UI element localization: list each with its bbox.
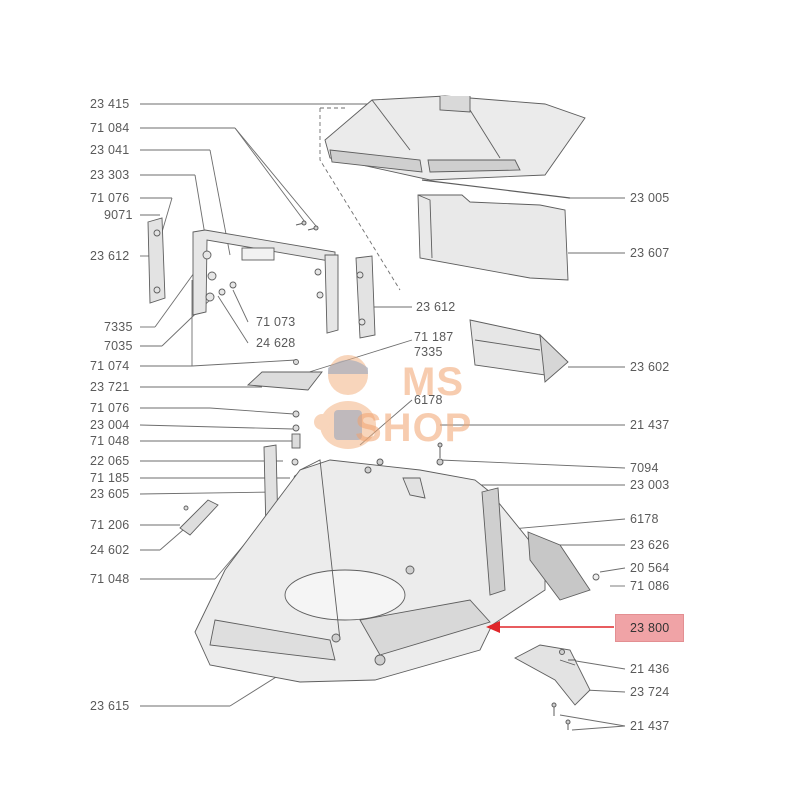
part-label: 21 437 xyxy=(630,719,670,733)
part-label: 23 607 xyxy=(630,246,670,260)
handle-frame-part xyxy=(192,229,339,334)
part-label: 71 048 xyxy=(90,434,130,448)
part-label: 7094 xyxy=(630,461,659,475)
part-label: 23 303 xyxy=(90,168,130,182)
part-label: 71 076 xyxy=(90,401,130,415)
part-label: 71 084 xyxy=(90,121,130,135)
bracket-right-part xyxy=(355,255,376,339)
part-label: 9071 xyxy=(104,208,133,222)
bracket-left-part xyxy=(147,217,166,304)
part-label: 71 086 xyxy=(630,579,670,593)
part-label: 21 437 xyxy=(630,418,670,432)
plate-part xyxy=(246,359,323,482)
part-label: 23 721 xyxy=(90,380,130,394)
rear-panel-part xyxy=(417,194,569,281)
part-label: 71 074 xyxy=(90,359,130,373)
deflector-part xyxy=(527,531,600,601)
part-label: 7035 xyxy=(104,339,133,353)
part-label: 7335 xyxy=(414,345,443,359)
watermark-mascot xyxy=(310,350,390,455)
part-label: 71 206 xyxy=(90,518,130,532)
part-label: 23 041 xyxy=(90,143,130,157)
part-label: 20 564 xyxy=(630,561,670,575)
part-label: 6178 xyxy=(630,512,659,526)
part-label: 22 065 xyxy=(90,454,130,468)
part-label: 23 005 xyxy=(630,191,670,205)
watermark-text-line2: SHOP xyxy=(355,406,473,450)
part-label: 23 615 xyxy=(90,699,130,713)
part-label: 24 628 xyxy=(256,336,296,350)
part-label: 23 612 xyxy=(90,249,130,263)
part-label: 7335 xyxy=(104,320,133,334)
part-label: 71 073 xyxy=(256,315,296,329)
part-label: 6178 xyxy=(414,393,443,407)
top-cover-part xyxy=(324,95,586,181)
part-label: 23 003 xyxy=(630,478,670,492)
part-label: 23 602 xyxy=(630,360,670,374)
part-label: 71 048 xyxy=(90,572,130,586)
part-label: 71 185 xyxy=(90,471,130,485)
part-label: 23 605 xyxy=(90,487,130,501)
part-label: 23 004 xyxy=(90,418,130,432)
highlight-part-label: 23 800 xyxy=(630,621,670,635)
highlight-arrow-head xyxy=(486,621,500,633)
flap-part xyxy=(469,319,569,383)
part-label: 23 724 xyxy=(630,685,670,699)
housing-part xyxy=(194,459,546,683)
part-label: 24 602 xyxy=(90,543,130,557)
part-label: 71 187 xyxy=(414,330,454,344)
highlight-box xyxy=(615,614,684,642)
part-label: 23 415 xyxy=(90,97,130,111)
part-label: 23 612 xyxy=(416,300,456,314)
clip-part xyxy=(514,644,591,706)
part-label: 23 626 xyxy=(630,538,670,552)
part-label: 71 076 xyxy=(90,191,130,205)
watermark-text-line1: MS xyxy=(402,360,464,404)
part-label: 21 436 xyxy=(630,662,670,676)
